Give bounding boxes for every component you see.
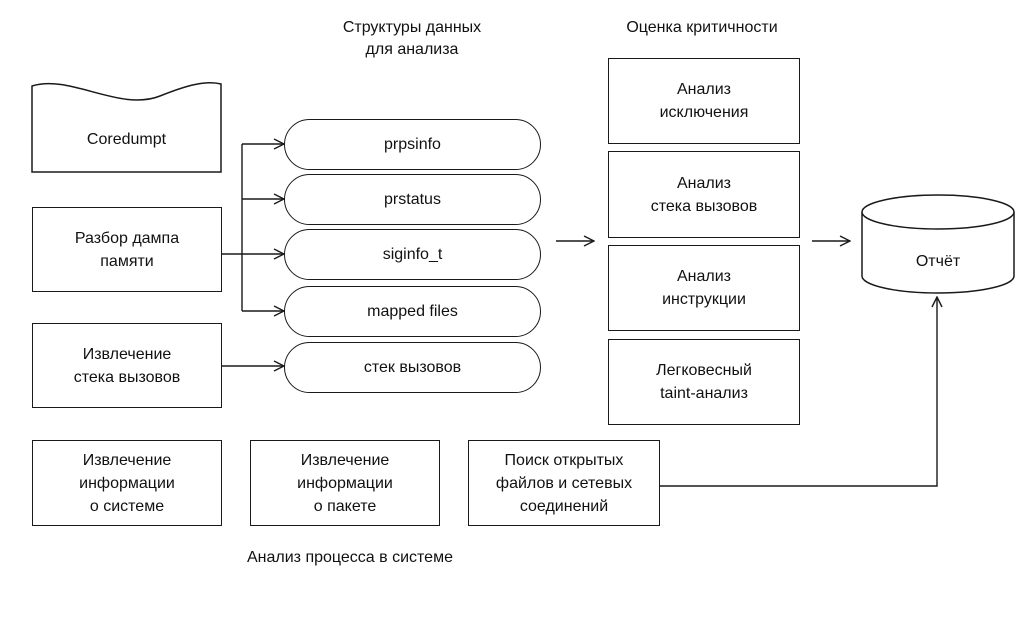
dump-parsing-connector	[222, 144, 284, 311]
structure-prpsinfo: prpsinfo	[284, 119, 541, 170]
open-files-to-report-arrow	[660, 297, 937, 487]
criticality-heading: Оценка критичности	[626, 19, 778, 36]
taint-analysis-box: Легковесный taint-анализ	[608, 339, 800, 425]
coredump-label: Coredumpt	[86, 131, 167, 148]
structure-mapped-files: mapped files	[284, 286, 541, 337]
report-cylinder	[861, 194, 1015, 294]
stack-extraction-box: Извлечение стека вызовов	[32, 323, 222, 408]
package-info-box: Извлечение информации о пакете	[250, 440, 440, 526]
call-stack-analysis-box: Анализ стека вызовов	[608, 151, 800, 238]
instruction-analysis-box: Анализ инструкции	[608, 245, 800, 331]
structure-call-stack: стек вызовов	[284, 342, 541, 393]
process-analysis-heading: Анализ процесса в системе	[247, 549, 453, 566]
exception-analysis-box: Анализ исключения	[608, 58, 800, 144]
report-label: Отчёт	[915, 253, 961, 270]
structure-siginfo: siginfo_t	[284, 229, 541, 280]
structure-prstatus: prstatus	[284, 174, 541, 225]
coredump-document-shape	[31, 81, 222, 173]
open-files-box: Поиск открытых файлов и сетевых соединен…	[468, 440, 660, 526]
data-structures-heading: Структуры данных для анализа	[342, 19, 482, 58]
system-info-box: Извлечение информации о системе	[32, 440, 222, 526]
dump-parsing-box: Разбор дампа памяти	[32, 207, 222, 292]
